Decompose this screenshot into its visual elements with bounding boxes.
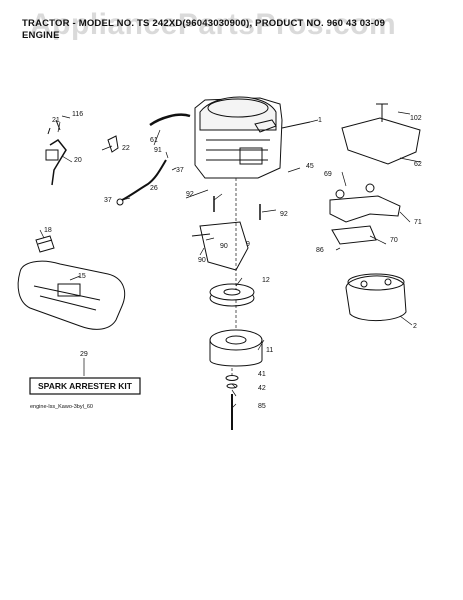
part-number-15: 15: [78, 273, 86, 280]
dipstick-tube: [149, 113, 191, 127]
header-subtitle: ENGINE: [22, 30, 60, 41]
part-number-71: 71: [414, 219, 422, 226]
part-number-62: 62: [414, 161, 422, 168]
part-number-90-upper: 90: [220, 243, 228, 250]
part-number-116: 116: [72, 111, 83, 118]
spark-arrester-kit-label: SPARK ARRESTER KIT: [38, 381, 133, 391]
part-number-92-right: 92: [280, 211, 288, 218]
part-number-22: 22: [122, 145, 130, 152]
fuel-tank: [17, 260, 126, 330]
part-number-21: 21: [52, 117, 60, 124]
engine-block: [194, 96, 311, 179]
part-number-92-left: 92: [186, 191, 194, 198]
part-number-29: 29: [80, 351, 88, 358]
part-number-61: 61: [150, 137, 158, 144]
spark-arrester-kit-box: [29, 377, 141, 395]
watermark: AppliancePartsPros.com: [30, 8, 397, 41]
part-number-9: 9: [246, 241, 250, 248]
part-number-90-lower: 90: [198, 257, 206, 264]
part-number-1: 1: [318, 117, 322, 124]
part-number-70: 70: [390, 237, 398, 244]
part-number-18: 18: [44, 227, 52, 234]
part-number-86: 86: [316, 247, 324, 254]
part-number-102: 102: [410, 115, 422, 122]
part-number-37-lower: 37: [104, 197, 112, 204]
part-number-26: 26: [150, 185, 158, 192]
part-number-42: 42: [258, 385, 266, 392]
drain-hose: [121, 159, 167, 201]
part-number-20: 20: [74, 157, 82, 164]
part-number-45: 45: [306, 163, 314, 170]
muffler: [345, 275, 407, 322]
part-number-11: 11: [266, 347, 273, 354]
part-number-69: 69: [324, 171, 332, 178]
part-numbers: 1 2 9 11 12 15 18 20 21 22 26 29 37 37 4…: [44, 111, 422, 410]
part-number-12: 12: [262, 277, 270, 284]
part-number-37-upper: 37: [176, 167, 184, 174]
muffler-bracket: [341, 117, 421, 165]
header-title: TRACTOR - MODEL NO. TS 242XD(96043030900…: [22, 18, 386, 29]
part-number-85: 85: [258, 403, 266, 410]
footer-code: engine-lss_Kawo-3byl_60: [30, 404, 93, 410]
part-number-2: 2: [413, 323, 417, 330]
part-number-91: 91: [154, 147, 162, 154]
part-number-41: 41: [258, 371, 266, 378]
